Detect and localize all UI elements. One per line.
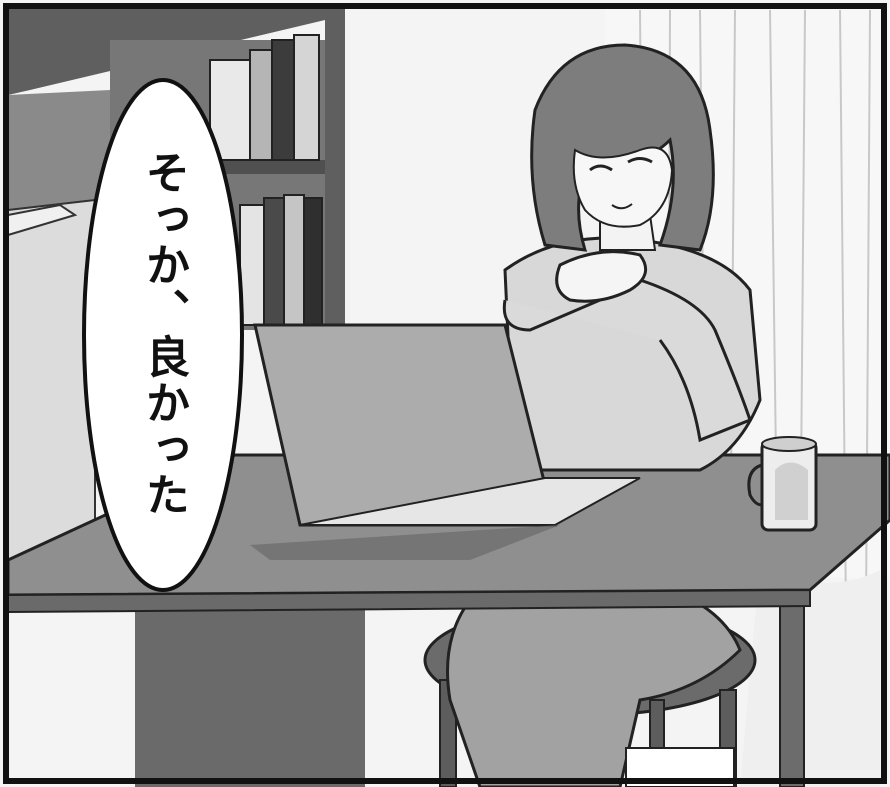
desk-leg (779, 589, 805, 787)
woman-hands (555, 250, 648, 303)
laptop (250, 323, 641, 560)
woman-head (530, 43, 715, 252)
speech-bubble-text: そっか、良かった (138, 150, 189, 518)
panel-border (3, 3, 887, 784)
mug (747, 436, 818, 532)
speech-bubble (82, 78, 244, 592)
woman-arms (502, 278, 752, 443)
under-desk-shelf (135, 600, 365, 787)
